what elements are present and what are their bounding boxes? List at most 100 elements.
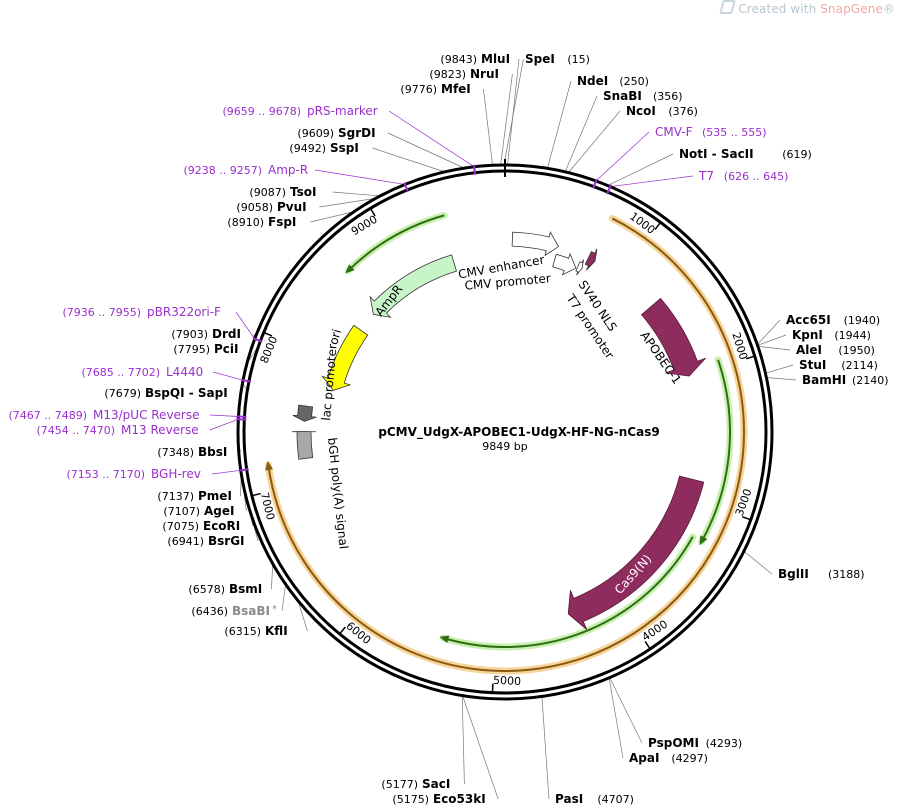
feature-label: lac promoter xyxy=(319,343,340,421)
primer-name: L4440 xyxy=(166,365,203,379)
site-position: (9843) xyxy=(440,53,477,66)
tick-mark xyxy=(742,516,752,521)
site-position: (250) xyxy=(619,75,649,88)
primer-marker xyxy=(238,468,249,472)
orf-arc xyxy=(267,217,745,672)
tick-mark xyxy=(745,355,755,360)
leader-line xyxy=(766,377,797,381)
site-position: (9087) xyxy=(249,186,286,199)
feature-ampr xyxy=(369,254,458,318)
site-name: KflI xyxy=(265,624,288,638)
leader-line xyxy=(319,197,376,208)
site-name: EcoRI xyxy=(203,519,240,533)
leader-line xyxy=(388,110,475,168)
leader-line xyxy=(462,695,499,800)
site-position: (6315) xyxy=(224,625,261,638)
leader-line xyxy=(297,600,308,632)
primer-name: pRS-marker xyxy=(307,104,378,118)
leader-line xyxy=(609,677,643,744)
site-position: (9609) xyxy=(297,127,334,140)
site-position: (1944) xyxy=(834,329,871,342)
site-position: (3188) xyxy=(828,568,865,581)
site-position: (2114) xyxy=(841,359,878,372)
primer-name: M13 Reverse xyxy=(121,423,199,437)
site-position: (7075) xyxy=(162,520,199,533)
backbone-ring xyxy=(236,159,774,701)
site-name: BbsI xyxy=(198,445,227,459)
feature-cas9-n- xyxy=(567,475,705,630)
site-name: ApaI xyxy=(629,751,659,765)
site-suffix: * xyxy=(272,604,277,615)
feature-cmv-promoter xyxy=(552,252,577,276)
orf-arrowhead xyxy=(265,460,274,471)
site-position: (9058) xyxy=(236,201,273,214)
primer-marker xyxy=(606,184,612,195)
orf-arc xyxy=(700,359,731,543)
leader-line xyxy=(372,147,445,173)
primer-name: M13/pUC Reverse xyxy=(93,408,200,422)
site-name: NruI xyxy=(470,67,499,81)
leader-line xyxy=(211,469,241,475)
label-leader-lines xyxy=(209,58,797,800)
site-name: NcoI xyxy=(626,104,656,118)
site-name: Acc65I xyxy=(786,313,831,327)
site-name: PspOMI xyxy=(648,736,699,750)
orf-arrowhead xyxy=(345,264,355,274)
primer-position: (7454 .. 7470) xyxy=(36,424,115,437)
primer-marker xyxy=(240,378,252,383)
primer-marker xyxy=(252,337,263,343)
site-position: (7107) xyxy=(163,505,200,518)
site-name: FspI xyxy=(268,215,296,229)
tick-mark xyxy=(644,641,651,650)
leader-line xyxy=(235,311,256,340)
watermark-prefix: Created with xyxy=(738,2,821,16)
leader-line xyxy=(507,58,520,166)
leader-line xyxy=(564,95,598,172)
tick-mark xyxy=(339,626,346,635)
site-position: (1950) xyxy=(838,344,875,357)
site-name: SgrDI xyxy=(338,126,376,140)
tick-mark xyxy=(654,221,662,231)
leader-line xyxy=(541,696,550,800)
leader-line xyxy=(271,563,274,590)
orf-layer xyxy=(264,211,748,675)
primer-name: CMV-F xyxy=(655,125,693,139)
leader-line xyxy=(209,418,239,431)
site-position: (4293) xyxy=(706,737,743,750)
leader-line xyxy=(547,80,572,169)
site-name: PciI xyxy=(214,342,239,356)
primer-marker xyxy=(403,182,409,193)
watermark-reg: ® xyxy=(882,2,895,16)
site-position: (7348) xyxy=(157,446,194,459)
site-position: (5177) xyxy=(381,778,418,791)
primer-marker xyxy=(473,164,477,175)
feature-t7-promoter xyxy=(575,259,584,276)
site-name: KpnI xyxy=(792,328,823,342)
tick-mark xyxy=(251,492,261,497)
primer-name: T7 xyxy=(698,169,714,183)
plasmid-size: 9849 bp xyxy=(482,440,527,453)
primer-marker xyxy=(236,415,247,418)
leader-line xyxy=(332,191,381,197)
orf-arc xyxy=(347,214,445,272)
leader-line xyxy=(765,364,794,374)
leader-line xyxy=(314,169,406,185)
leader-line xyxy=(500,73,513,166)
site-position: (7679) xyxy=(104,387,141,400)
site-position: (9776) xyxy=(400,83,437,96)
leader-line xyxy=(610,175,694,187)
site-position: (9823) xyxy=(429,68,466,81)
site-name: NotI - SacII xyxy=(679,147,754,161)
site-name: BglII xyxy=(778,567,809,581)
leader-line xyxy=(608,677,624,759)
leader-line xyxy=(387,132,465,169)
leader-line xyxy=(607,153,674,186)
site-name: SnaBI xyxy=(603,89,642,103)
primer-position: (9659 .. 9678) xyxy=(222,105,301,118)
leader-line xyxy=(568,110,621,173)
site-position: (9492) xyxy=(289,142,326,155)
leader-line xyxy=(281,584,286,612)
tick-mark xyxy=(369,207,376,217)
leader-line xyxy=(212,371,244,381)
feature-bgh-poly-a-signal xyxy=(292,431,316,460)
